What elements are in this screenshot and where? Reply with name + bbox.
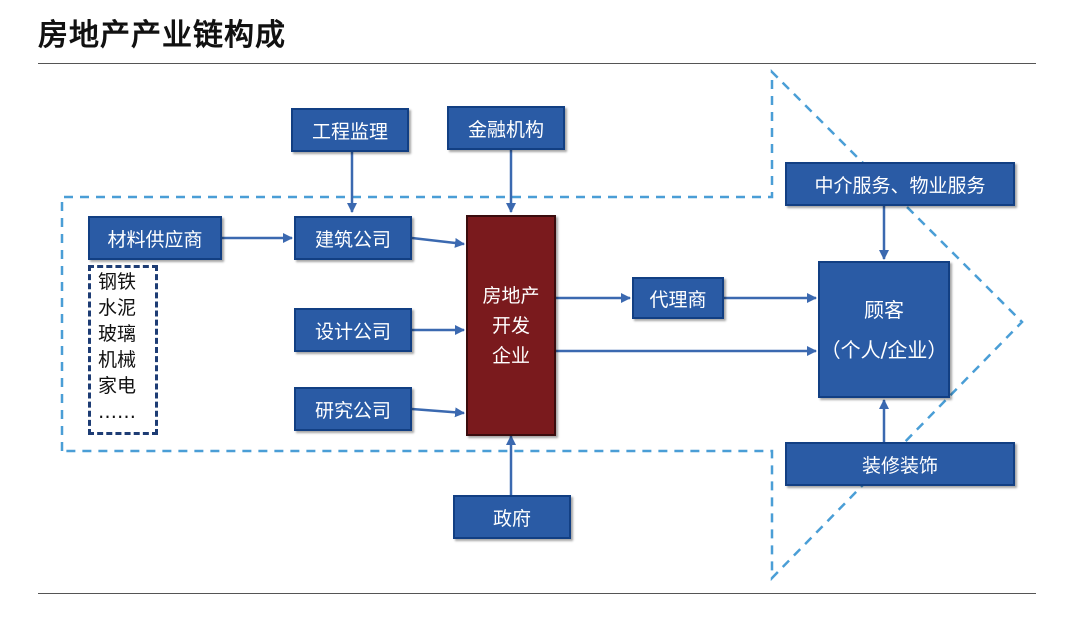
customer-box: 顾客 （个人/企业） [818, 261, 950, 398]
material-item: …… [98, 401, 136, 423]
decoration-label: 装修装饰 [861, 454, 938, 477]
developer-label-line: 开发 [491, 314, 530, 337]
construction-company-label: 建筑公司 [314, 228, 391, 251]
arrow-construction-to-developer [411, 236, 465, 248]
intermediary-services-box: 中介服务、物业服务 [785, 162, 1015, 206]
developer-label-line: 房地产 [482, 284, 540, 307]
intermediary-services-label: 中介服务、物业服务 [814, 174, 986, 197]
developer-label-line: 企业 [491, 344, 530, 367]
design-company-label: 设计公司 [314, 320, 391, 343]
government-label: 政府 [492, 507, 531, 530]
material-item: 钢铁 [98, 271, 137, 293]
page-title: 房地产产业链构成 [38, 18, 286, 53]
material-supplier-box: 材料供应商 [88, 216, 222, 260]
material-item: 家电 [98, 375, 137, 397]
materials-list: 钢铁 水泥 玻璃 机械 家电 …… [98, 269, 158, 425]
top-divider [38, 63, 1036, 64]
engineering-supervision-box: 工程监理 [291, 108, 409, 152]
material-supplier-label: 材料供应商 [107, 228, 203, 251]
materials-dashed-box [88, 265, 158, 435]
material-item: 玻璃 [98, 323, 137, 345]
decoration-box: 装修装饰 [785, 442, 1015, 486]
material-item: 机械 [98, 349, 137, 371]
customer-label: 顾客 [864, 297, 904, 322]
developer-box: 房地产 开发 企业 [466, 215, 556, 436]
research-company-label: 研究公司 [314, 399, 391, 422]
design-company-box: 设计公司 [294, 308, 412, 352]
agent-label: 代理商 [649, 288, 707, 311]
bottom-divider [38, 593, 1036, 594]
material-item: 水泥 [98, 297, 137, 319]
research-company-box: 研究公司 [294, 387, 412, 431]
financial-institution-label: 金融机构 [467, 118, 544, 141]
customer-sublabel: （个人/企业） [820, 337, 948, 362]
agent-box: 代理商 [632, 277, 724, 319]
construction-company-box: 建筑公司 [294, 216, 412, 260]
engineering-supervision-label: 工程监理 [311, 120, 388, 143]
arrow-research-to-developer [411, 407, 465, 418]
financial-institution-box: 金融机构 [447, 106, 565, 150]
government-box: 政府 [453, 495, 571, 539]
